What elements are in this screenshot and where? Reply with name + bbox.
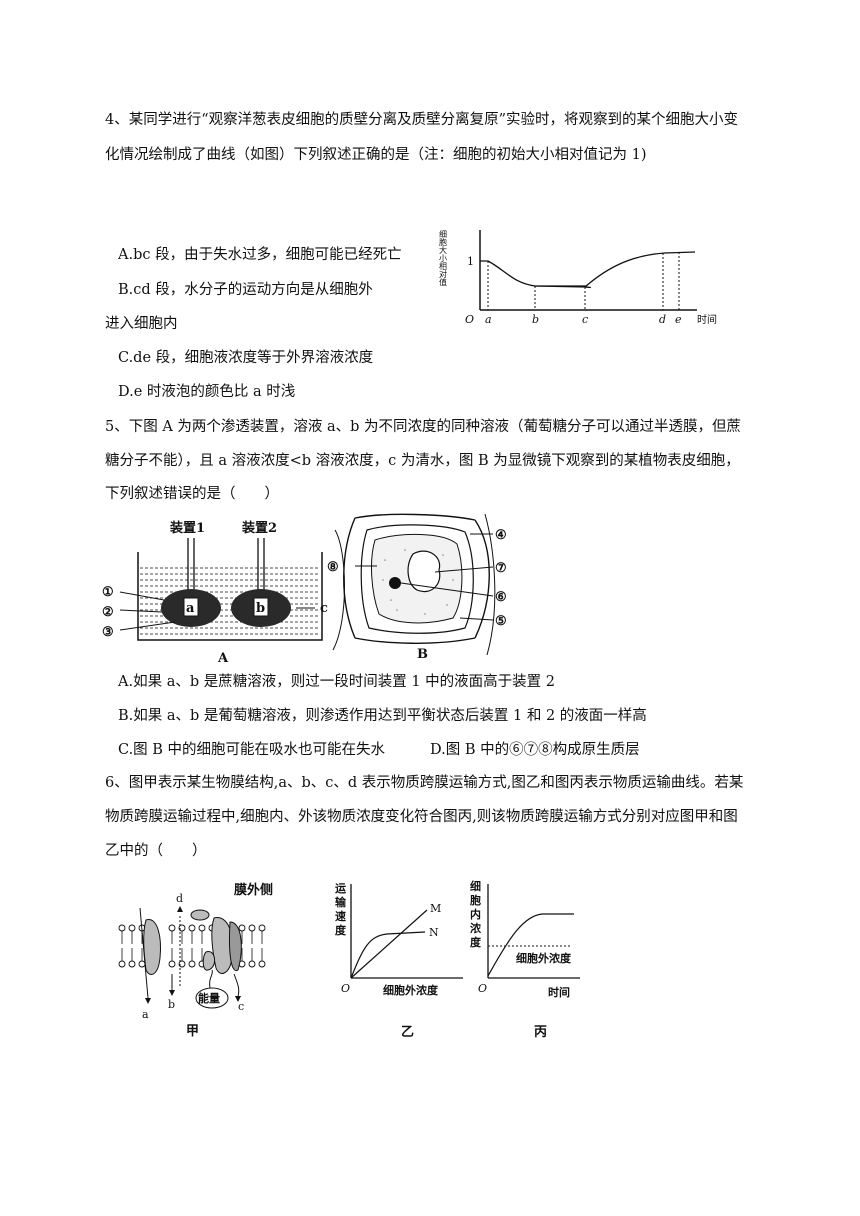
q6-figure-bing-caption: 丙	[534, 1025, 547, 1040]
q4-graph-point-e: e	[675, 313, 682, 326]
q6-jia-energy-label: 能量	[198, 991, 220, 1005]
q5-figure-b-plant-cell: ④ ⑦ ⑥ ⑤ ⑧ B	[327, 513, 507, 662]
q5-label-2: ②	[102, 605, 114, 620]
q6-yi-ylabel-1: 运	[335, 882, 346, 895]
q5-option-c: C.图 B 中的细胞可能在吸水也可能在失水	[118, 742, 386, 758]
q6-figure-jia-membrane: 膜外侧 能量 d b a c 甲	[118, 882, 273, 1039]
q4-option-b-line2: 进入细胞内	[105, 316, 178, 332]
q4-graph-point-c: c	[582, 313, 588, 326]
q5-stem-line3: 下列叙述错误的是（ ）	[105, 486, 279, 502]
q5-label-8: ⑧	[327, 560, 339, 575]
q5-label-c: c	[320, 601, 328, 616]
q5-option-b: B.如果 a、b 是葡萄糖溶液，则渗透作用达到平衡状态后装置 1 和 2 的液面…	[118, 708, 647, 724]
q6-bing-ref-label: 细胞外浓度	[516, 951, 572, 965]
q6-jia-c-label: c	[238, 1000, 244, 1013]
q4-graph-point-d: d	[659, 313, 666, 326]
q6-jia-b-label: b	[168, 998, 175, 1011]
q4-cell-size-graph: 细 胞 大 小 相 对 值 1 O 时间 a b c d e	[439, 229, 717, 326]
q6-stem-line2: 物质跨膜运输过程中,细胞内、外该物质浓度变化符合图丙,则该物质跨膜运输方式分别对…	[105, 809, 738, 825]
q6-yi-ylabel-4: 度	[335, 923, 347, 937]
q5-figure-b-caption: B	[417, 647, 428, 662]
q6-bing-origin: O	[478, 982, 487, 995]
q6-jia-d-label: d	[176, 892, 183, 905]
q4-graph-xlabel: 时间	[697, 313, 717, 326]
q6-bing-ylabel-4: 浓	[470, 921, 482, 935]
q5-label-6: ⑥	[495, 590, 507, 605]
q6-stem-line1: 6、图甲表示某生物膜结构,a、b、c、d 表示物质跨膜运输方式,图乙和图丙表示物…	[105, 775, 744, 791]
q4-graph-ytick: 1	[467, 255, 474, 268]
q4-graph-ylabel-5: 相	[439, 261, 447, 271]
q4-graph-ylabel-3: 大	[439, 245, 447, 255]
q5-device1-label: 装置1	[169, 520, 205, 536]
q4-option-d: D.e 时液泡的颜色比 a 时浅	[118, 384, 296, 400]
q6-bing-ylabel-2: 胞	[470, 893, 481, 907]
q6-jia-outside-label: 膜外侧	[234, 882, 273, 898]
q4-stem-line2: 化情况绘制成了曲线（如图）下列叙述正确的是（注：细胞的初始大小相对值记为 1)	[105, 147, 647, 163]
q6-bing-ylabel-3: 内	[470, 907, 481, 921]
q6-yi-origin: O	[341, 982, 350, 995]
q4-graph-point-b: b	[532, 313, 539, 326]
q5-figure-a-caption: A	[217, 651, 229, 666]
q6-yi-xlabel: 细胞外浓度	[383, 983, 439, 997]
q5-device2-label: 装置2	[241, 520, 277, 536]
q6-figure-yi-caption: 乙	[401, 1025, 414, 1040]
q4-option-a: A.bc 段，由于失水过多，细胞可能已经死亡	[118, 247, 402, 263]
q5-option-d: D.图 B 中的⑥⑦⑧构成原生质层	[430, 742, 640, 758]
q6-figure-jia-caption: 甲	[186, 1024, 199, 1039]
q4-stem-line1: 4、某同学进行“观察洋葱表皮细胞的质壁分离及质壁分离复原”实验时，将观察到的某个…	[105, 112, 739, 128]
q5-stem-line1: 5、下图 A 为两个渗透装置，溶液 a、b 为不同浓度的同种溶液（葡萄糖分子可以…	[105, 419, 742, 435]
q5-label-3: ③	[102, 625, 114, 640]
q4-graph-ylabel-1: 细	[439, 229, 447, 239]
q5-option-a: A.如果 a、b 是蔗糖溶液，则过一段时间装置 1 中的液面高于装置 2	[118, 674, 556, 690]
q6-yi-ylabel-3: 速	[335, 909, 346, 923]
q6-yi-N: N	[429, 926, 439, 939]
q5-stem-line2: 糖分子不能），且 a 溶液浓度<b 溶液浓度，c 为清水，图 B 为显微镜下观察…	[105, 453, 740, 469]
q6-yi-ylabel-2: 输	[335, 895, 347, 909]
q5-solution-b: b	[256, 601, 265, 616]
q6-bing-xlabel: 时间	[548, 985, 570, 999]
q5-label-4: ④	[495, 528, 507, 543]
q5-solution-a: a	[186, 601, 195, 616]
q4-graph-origin: O	[465, 313, 474, 326]
q6-jia-a-label: a	[142, 1008, 149, 1021]
q4-option-c: C.de 段，细胞液浓度等于外界溶液浓度	[118, 350, 374, 366]
q6-bing-ylabel-5: 度	[470, 935, 482, 949]
q4-option-b-line1: B.cd 段，水分子的运动方向是从细胞外	[118, 282, 373, 298]
q5-figure-a-osmosis-devices: 装置1 装置2 a b ① ② ③ c A	[102, 520, 328, 666]
q5-label-5: ⑤	[495, 614, 507, 629]
q4-graph-point-a: a	[485, 313, 492, 326]
q6-bing-ylabel-1: 细	[470, 879, 481, 893]
q4-graph-ylabel-2: 胞	[439, 237, 447, 247]
q6-stem-line3: 乙中的（ ）	[105, 843, 207, 859]
q5-label-7: ⑦	[495, 561, 507, 576]
q4-graph-ylabel-4: 小	[439, 254, 447, 263]
q4-graph-ylabel-6: 对	[439, 269, 447, 279]
q6-yi-M: M	[430, 902, 441, 915]
q6-figure-bing-graph: 细 胞 内 浓 度 细胞外浓度 O 时间 丙	[470, 879, 580, 1040]
q4-graph-ylabel-7: 值	[439, 277, 447, 287]
q6-figure-yi-graph: 运 输 速 度 M N O 细胞外浓度 乙	[335, 882, 463, 1040]
q5-label-1: ①	[102, 585, 114, 600]
